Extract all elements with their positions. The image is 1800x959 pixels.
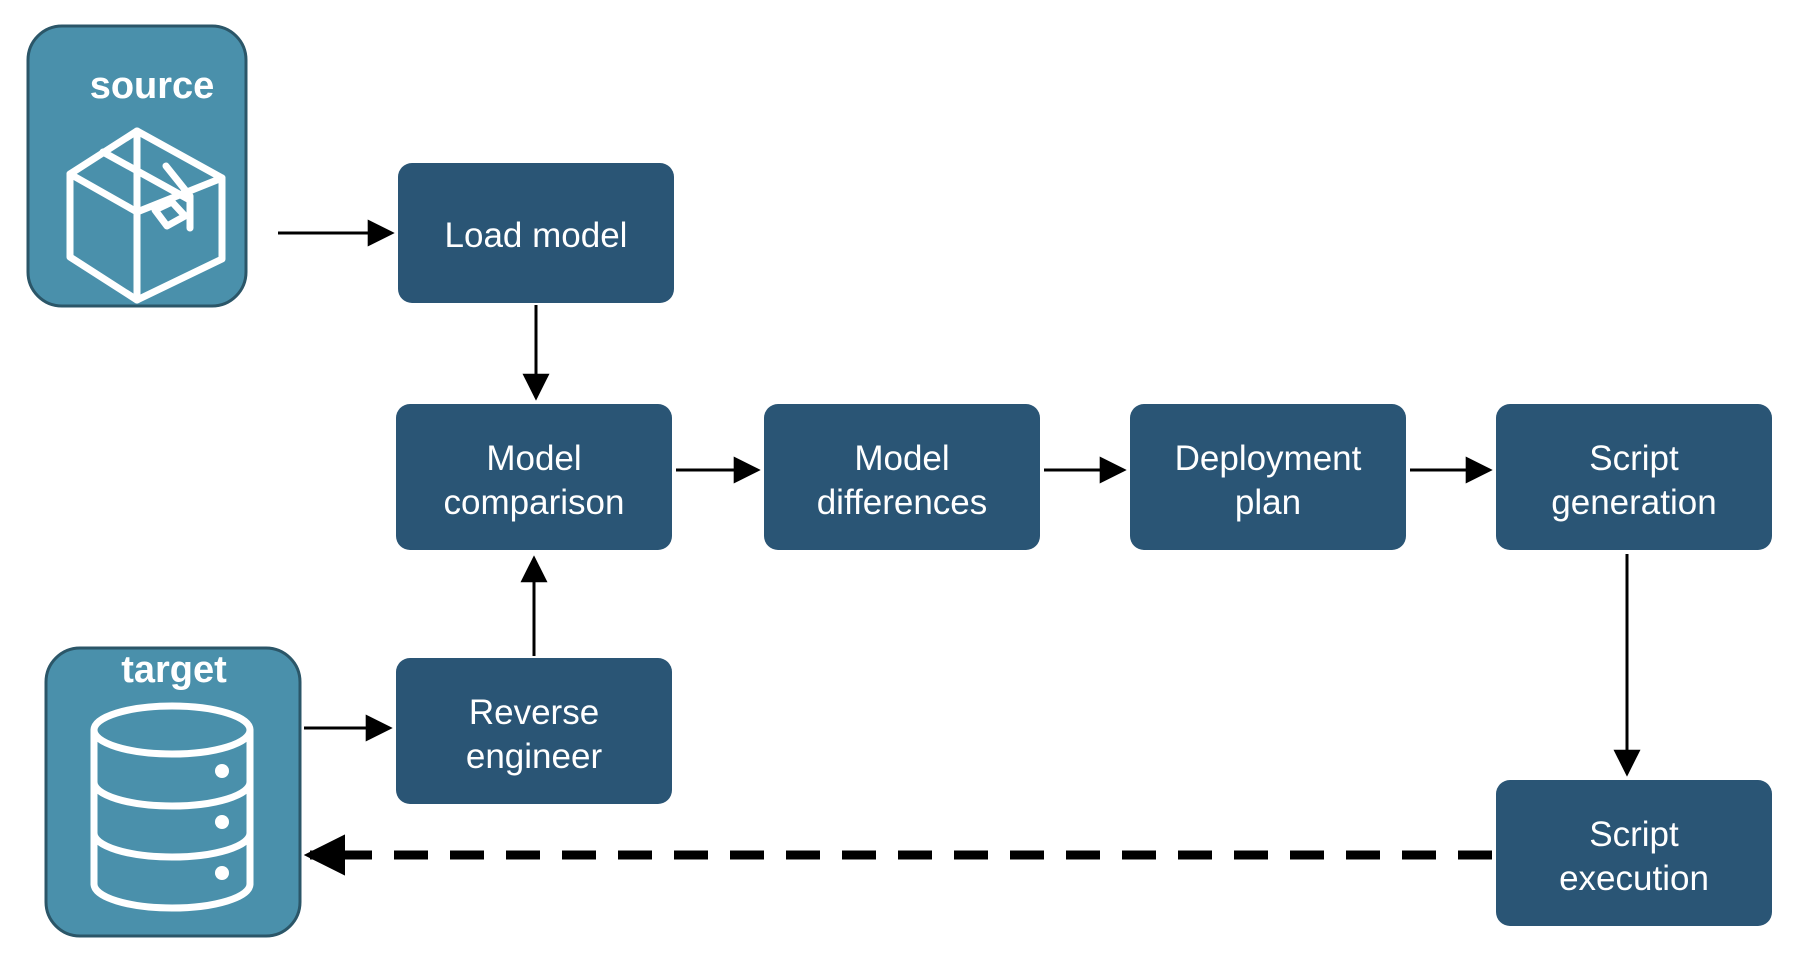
reverse-engineer-label-line-2: engineer (466, 737, 603, 776)
model-comparison-label-line-1: Model (486, 439, 581, 478)
model-comparison-box-background (396, 404, 672, 550)
process-reverse-engineer[interactable]: Reverse engineer (396, 658, 672, 804)
target-card-label: target (121, 649, 227, 691)
endpoint-source[interactable]: source (26, 24, 248, 308)
deployment-plan-label-line-2: plan (1235, 483, 1301, 522)
model-differences-label-line-2: differences (817, 483, 988, 522)
process-load-model[interactable]: Load model (398, 163, 674, 303)
script-execution-label-line-2: execution (1559, 859, 1709, 898)
script-generation-label-line-1: Script (1589, 439, 1679, 478)
database-cylinder-icon (90, 702, 254, 912)
process-model-comparison[interactable]: Model comparison (396, 404, 672, 550)
process-deployment-plan[interactable]: Deployment plan (1130, 404, 1406, 550)
process-script-execution[interactable]: Script execution (1496, 780, 1772, 926)
target-card-background (44, 646, 302, 938)
reverse-engineer-label-line-1: Reverse (469, 693, 599, 732)
load-model-box-background (398, 163, 674, 303)
script-generation-box-background (1496, 404, 1772, 550)
process-model-differences[interactable]: Model differences (764, 404, 1040, 550)
package-box-icon (66, 127, 226, 304)
script-execution-box-background (1496, 780, 1772, 926)
model-differences-label-line-1: Model (854, 439, 949, 478)
source-card-label: source (90, 65, 215, 107)
model-differences-box-background (764, 404, 1040, 550)
endpoint-target[interactable]: target (44, 646, 302, 938)
process-script-generation[interactable]: Script generation (1496, 404, 1772, 550)
script-generation-label-line-2: generation (1551, 483, 1716, 522)
deployment-plan-label-line-1: Deployment (1175, 439, 1362, 478)
script-execution-label-line-1: Script (1589, 815, 1679, 854)
deployment-plan-box-background (1130, 404, 1406, 550)
reverse-engineer-box-background (396, 658, 672, 804)
load-model-label-line-1: Load model (445, 216, 628, 255)
model-comparison-label-line-2: comparison (444, 483, 625, 522)
